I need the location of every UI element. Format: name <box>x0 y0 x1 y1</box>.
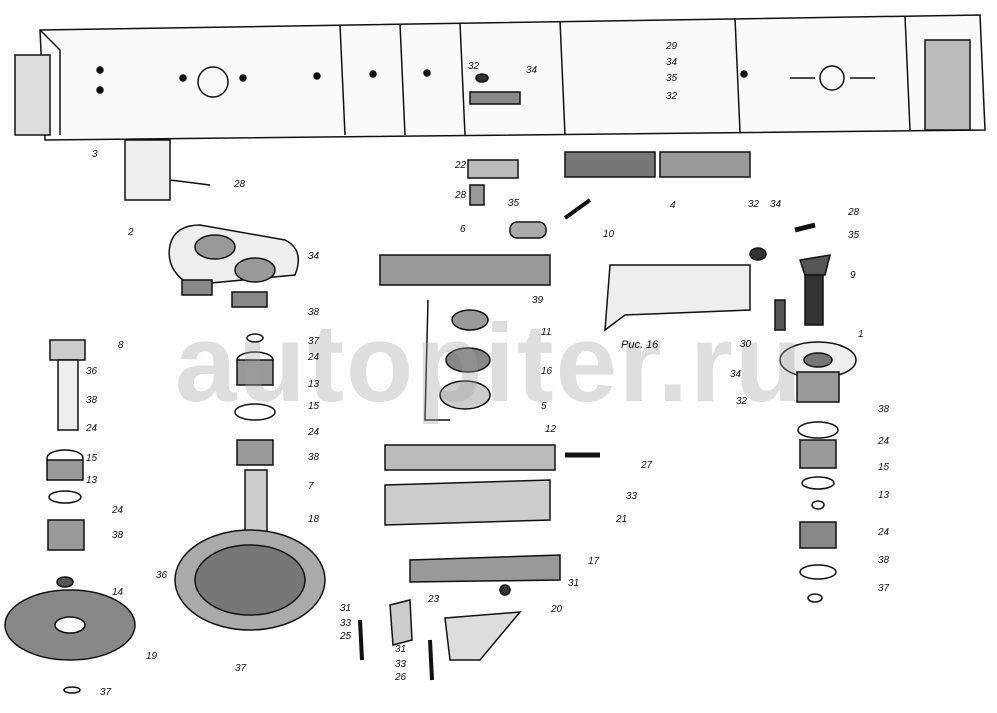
part-number-label: 28 <box>848 207 860 218</box>
part-number-label: 38 <box>308 452 320 463</box>
part-number-label: 6 <box>460 224 466 235</box>
part-number-label: 38 <box>878 555 890 566</box>
part-number-label: 20 <box>551 604 563 615</box>
part-number-label: 25 <box>340 631 352 642</box>
part-number-label: 32 <box>748 199 760 210</box>
part-number-label: 37 <box>308 336 320 347</box>
part-number-label: 37 <box>100 687 112 698</box>
bearing-housing-2 <box>168 224 300 308</box>
part-number-label: 33 <box>340 618 352 629</box>
part-number-label: 31 <box>568 578 580 589</box>
part-number-label: 38 <box>878 404 890 415</box>
part-number-label: 7 <box>308 481 314 492</box>
part-number-label: 34 <box>666 57 678 68</box>
part-number-label: 30 <box>740 339 752 350</box>
part-number-label: 4 <box>670 200 676 211</box>
part-number-label: 3 <box>92 149 98 160</box>
part-number-label: 11 <box>541 327 552 338</box>
part-number-label: 14 <box>112 587 124 598</box>
shaft-and-rotor <box>174 333 326 631</box>
part-number-label: 21 <box>616 514 628 525</box>
part-number-label: 39 <box>532 295 544 306</box>
part-number-label: 13 <box>878 490 890 501</box>
part-number-label: 26 <box>395 672 407 683</box>
part-number-label: 15 <box>86 453 98 464</box>
part-number-label: 9 <box>850 270 856 281</box>
part-number-label: 24 <box>308 427 320 438</box>
part-number-label: 29 <box>666 41 678 52</box>
part-number-label: 38 <box>112 530 124 541</box>
part-number-label: 16 <box>541 366 553 377</box>
part-number-label: 5 <box>541 401 547 412</box>
part-number-label: 17 <box>588 556 600 567</box>
part-number-label: 36 <box>86 366 98 377</box>
part-number-label: 28 <box>234 179 246 190</box>
part-number-label: 10 <box>603 229 615 240</box>
part-number-label: 34 <box>730 369 742 380</box>
part-number-label: 22 <box>455 160 467 171</box>
part-number-label: 31 <box>395 644 407 655</box>
part-number-label: 24 <box>112 505 124 516</box>
part-number-label: 31 <box>340 603 352 614</box>
part-number-label: 38 <box>308 307 320 318</box>
left-bearing-stack <box>4 339 136 694</box>
part-number-label: 8 <box>118 340 124 351</box>
part-number-label: 33 <box>395 659 407 670</box>
part-number-label: 12 <box>545 424 557 435</box>
part-number-label: 35 <box>666 73 678 84</box>
part-number-label: 18 <box>308 514 320 525</box>
part-number-label: 2 <box>128 227 134 238</box>
part-number-label: 28 <box>455 190 467 201</box>
part-number-label: 36 <box>156 570 168 581</box>
figure-reference: Рис. 16 <box>621 339 659 351</box>
part-number-label: 24 <box>878 527 890 538</box>
part-number-label: 32 <box>666 91 678 102</box>
part-number-label: 27 <box>641 460 653 471</box>
frame-beam <box>14 14 986 201</box>
part-number-label: 33 <box>626 491 638 502</box>
part-number-label: 24 <box>308 352 320 363</box>
part-number-label: 38 <box>86 395 98 406</box>
part-number-label: 13 <box>308 379 320 390</box>
part-number-label: 24 <box>878 436 890 447</box>
center-parts <box>358 73 751 681</box>
part-number-label: 15 <box>308 401 320 412</box>
part-number-label: 35 <box>848 230 860 241</box>
part-number-label: 35 <box>508 198 520 209</box>
part-number-label: 34 <box>770 199 782 210</box>
part-number-label: 34 <box>308 251 320 262</box>
part-number-label: 15 <box>878 462 890 473</box>
part-number-label: 23 <box>428 594 440 605</box>
part-number-label: 34 <box>526 65 538 76</box>
part-number-label: 24 <box>86 423 98 434</box>
part-number-label: 1 <box>858 329 864 340</box>
part-number-label: 32 <box>736 396 748 407</box>
watermark: autopiter.ru <box>175 302 805 425</box>
part-number-label: 37 <box>235 663 247 674</box>
part-number-label: 19 <box>146 651 158 662</box>
part-number-label: 13 <box>86 475 98 486</box>
right-bearing-stack <box>749 222 857 603</box>
part-number-label: 32 <box>468 61 480 72</box>
part-number-label: 37 <box>878 583 890 594</box>
